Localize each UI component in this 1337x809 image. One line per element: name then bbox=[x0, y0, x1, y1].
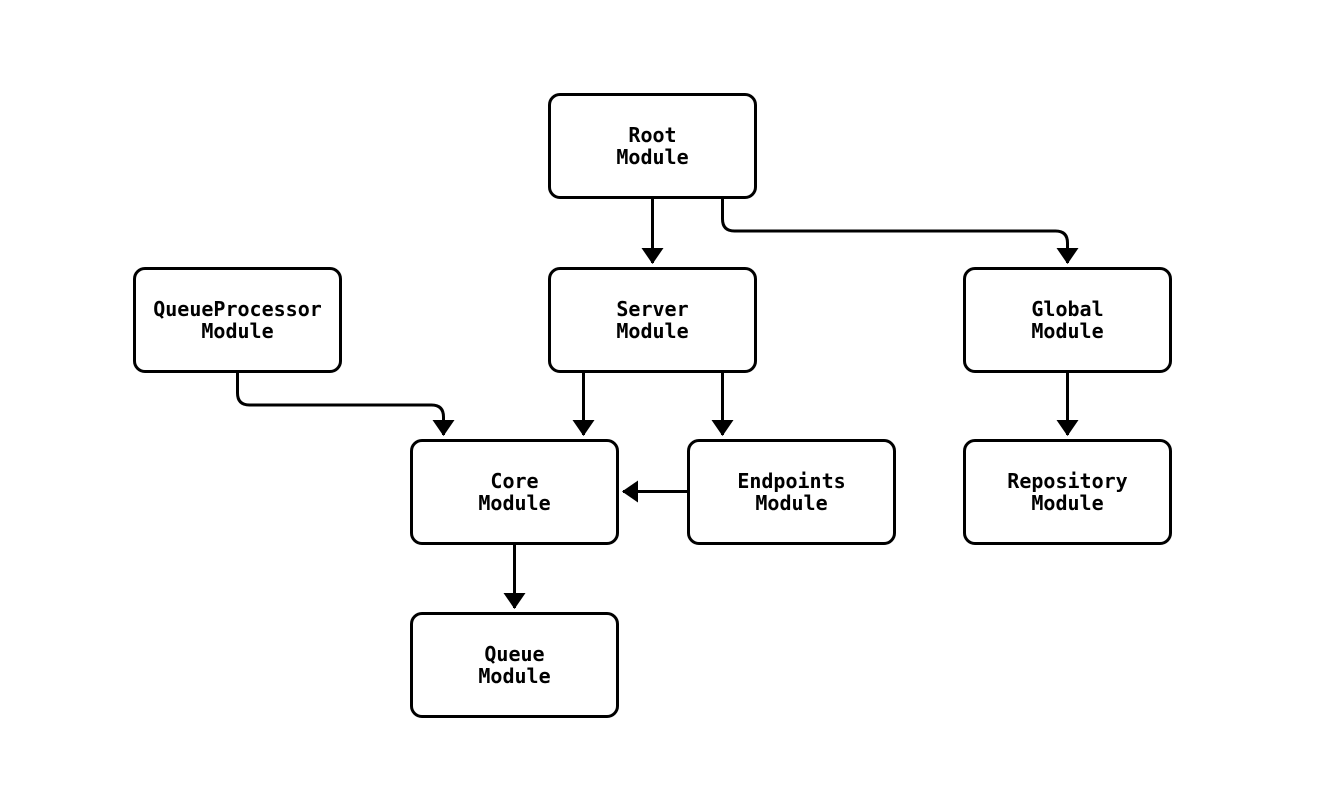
node-queueprocessor-module: QueueProcessor Module bbox=[133, 267, 342, 373]
node-label-line: Repository bbox=[1007, 469, 1128, 493]
node-label-line: Module bbox=[616, 145, 689, 169]
node-label-line: Module bbox=[755, 491, 828, 515]
node-queue-module: Queue Module bbox=[410, 612, 619, 718]
node-label-line: Module bbox=[201, 319, 274, 343]
node-label-line: QueueProcessor bbox=[153, 297, 322, 321]
node-label-line: Module bbox=[1031, 319, 1104, 343]
node-server-module: Server Module bbox=[548, 267, 757, 373]
node-label-line: Endpoints bbox=[737, 469, 846, 493]
node-repository-module: Repository Module bbox=[963, 439, 1172, 545]
node-core-module: Core Module bbox=[410, 439, 619, 545]
node-label-line: Root bbox=[628, 123, 677, 147]
node-label-line: Server bbox=[616, 297, 689, 321]
node-global-module: Global Module bbox=[963, 267, 1172, 373]
node-root-module: Root Module bbox=[548, 93, 757, 199]
node-label-line: Global bbox=[1031, 297, 1104, 321]
node-endpoints-module: Endpoints Module bbox=[687, 439, 896, 545]
edge-root-to-global bbox=[721, 199, 1079, 264]
node-label-line: Core bbox=[490, 469, 539, 493]
node-label-line: Queue bbox=[484, 642, 545, 666]
edge-queueprocessor-to-core bbox=[236, 373, 455, 436]
node-label-line: Module bbox=[478, 491, 551, 515]
node-label-line: Module bbox=[616, 319, 689, 343]
node-label-line: Module bbox=[1031, 491, 1104, 515]
node-label-line: Module bbox=[478, 664, 551, 688]
